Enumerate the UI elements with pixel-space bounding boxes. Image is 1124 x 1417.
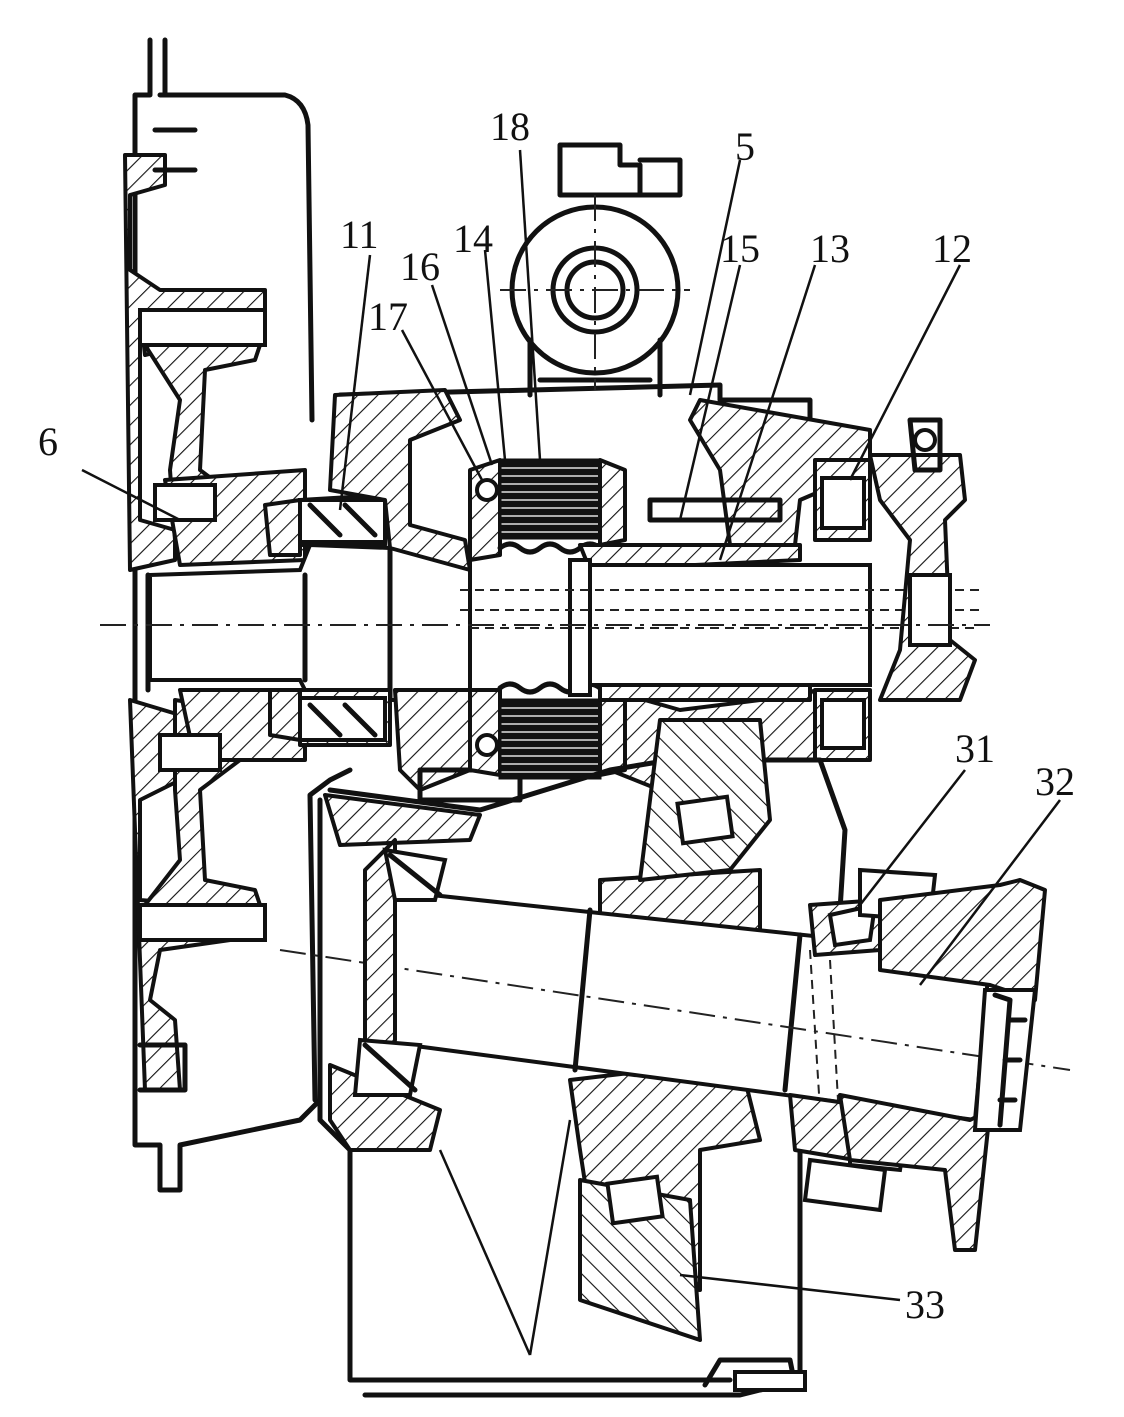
label-31: 31 [955,726,995,771]
label-16: 16 [400,244,440,289]
label-11: 11 [340,212,379,257]
input-shaft [148,545,470,700]
label-14: 14 [453,216,493,261]
label-15: 15 [720,226,760,271]
label-12: 12 [932,226,972,271]
label-13: 13 [810,226,850,271]
label-6: 6 [38,419,58,464]
label-18: 18 [490,104,530,149]
label-5: 5 [735,124,755,169]
label-33: 33 [905,1282,945,1327]
label-32: 32 [1035,759,1075,804]
label-17: 17 [368,294,408,339]
